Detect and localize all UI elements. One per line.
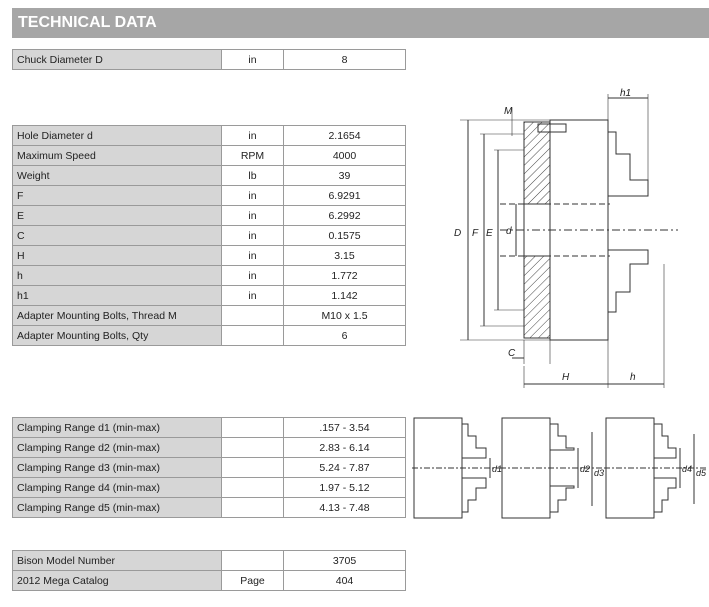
spec-value: 1.97 - 5.12 [283, 477, 406, 498]
spec-label: H [12, 245, 222, 266]
spec-value: 3.15 [283, 245, 406, 266]
spec-label: Clamping Range d3 (min-max) [12, 457, 222, 478]
spec-value: .157 - 3.54 [283, 417, 406, 438]
spec-label: Clamping Range d1 (min-max) [12, 417, 222, 438]
spec-label: 2012 Mega Catalog [12, 570, 222, 591]
spec-value: 2.1654 [283, 125, 406, 146]
spec-label: Hole Diameter d [12, 125, 222, 146]
spec-unit: Page [221, 570, 284, 591]
spec-row: Bison Model Number 3705 [12, 550, 406, 571]
spec-label: C [12, 225, 222, 246]
spec-value: 6.2992 [283, 205, 406, 226]
spec-value: 4000 [283, 145, 406, 166]
spec-label: Maximum Speed [12, 145, 222, 166]
label-d5: d5 [696, 468, 707, 478]
spec-unit [221, 305, 284, 326]
spec-value: 5.24 - 7.87 [283, 457, 406, 478]
spec-row: Clamping Range d4 (min-max) 1.97 - 5.12 [12, 477, 406, 498]
label-d4: d4 [682, 464, 692, 474]
spec-row: Clamping Range d1 (min-max) .157 - 3.54 [12, 417, 406, 438]
spec-unit: in [221, 185, 284, 206]
spec-unit: in [221, 265, 284, 286]
label-d3: d3 [594, 468, 604, 478]
label-h-lower: h [630, 372, 636, 383]
spec-value: 2.83 - 6.14 [283, 437, 406, 458]
spec-unit [221, 325, 284, 346]
label-e: E [486, 228, 493, 239]
label-d-outer: D [454, 228, 461, 239]
spec-unit [221, 417, 284, 438]
clamping-range-drawing: d1 d2 d3 d4 d5 [412, 417, 708, 519]
spec-unit [221, 550, 284, 571]
spec-value: 4.13 - 7.48 [283, 497, 406, 518]
spec-row: Clamping Range d3 (min-max) 5.24 - 7.87 [12, 457, 406, 478]
label-f: F [472, 228, 479, 239]
section-header: TECHNICAL DATA [12, 8, 709, 38]
label-m: M [504, 106, 513, 117]
spec-label: F [12, 185, 222, 206]
spec-label: Weight [12, 165, 222, 186]
spec-value: 404 [283, 570, 406, 591]
spec-unit: in [221, 205, 284, 226]
spec-value: 1.772 [283, 265, 406, 286]
spec-unit: in [221, 245, 284, 266]
spec-unit [221, 457, 284, 478]
spec-unit [221, 477, 284, 498]
spec-value: M10 x 1.5 [283, 305, 406, 326]
spec-row: Clamping Range d5 (min-max) 4.13 - 7.48 [12, 497, 406, 518]
spec-unit: in [221, 225, 284, 246]
spec-unit [221, 437, 284, 458]
spec-label: Bison Model Number [12, 550, 222, 571]
spec-unit: in [221, 49, 284, 70]
spec-label: h1 [12, 285, 222, 306]
spec-label: h [12, 265, 222, 286]
spec-value: 3705 [283, 550, 406, 571]
label-d1: d1 [492, 464, 502, 474]
label-d-hole: d [506, 226, 512, 237]
spec-value: 1.142 [283, 285, 406, 306]
spec-label: Clamping Range d2 (min-max) [12, 437, 222, 458]
chuck-dimension-drawing: M h1 D F E d C H h [454, 88, 678, 388]
spec-unit [221, 497, 284, 518]
label-d2: d2 [580, 464, 590, 474]
label-h1: h1 [620, 88, 631, 99]
spec-row: Clamping Range d2 (min-max) 2.83 - 6.14 [12, 437, 406, 458]
spec-unit: lb [221, 165, 284, 186]
spec-value: 8 [283, 49, 406, 70]
spec-label: Chuck Diameter D [12, 49, 222, 70]
spec-value: 0.1575 [283, 225, 406, 246]
label-c: C [508, 348, 516, 359]
spec-label: Adapter Mounting Bolts, Thread M [12, 305, 222, 326]
label-h-upper: H [562, 372, 570, 383]
spec-value: 39 [283, 165, 406, 186]
spec-label: Clamping Range d4 (min-max) [12, 477, 222, 498]
spec-unit: RPM [221, 145, 284, 166]
spec-label: Clamping Range d5 (min-max) [12, 497, 222, 518]
spec-value: 6 [283, 325, 406, 346]
spec-label: Adapter Mounting Bolts, Qty [12, 325, 222, 346]
spec-value: 6.9291 [283, 185, 406, 206]
spec-label: E [12, 205, 222, 226]
spec-row: Adapter Mounting Bolts, Thread M M10 x 1.… [12, 305, 406, 326]
spec-unit: in [221, 285, 284, 306]
spec-row: Adapter Mounting Bolts, Qty 6 [12, 325, 406, 346]
spec-unit: in [221, 125, 284, 146]
